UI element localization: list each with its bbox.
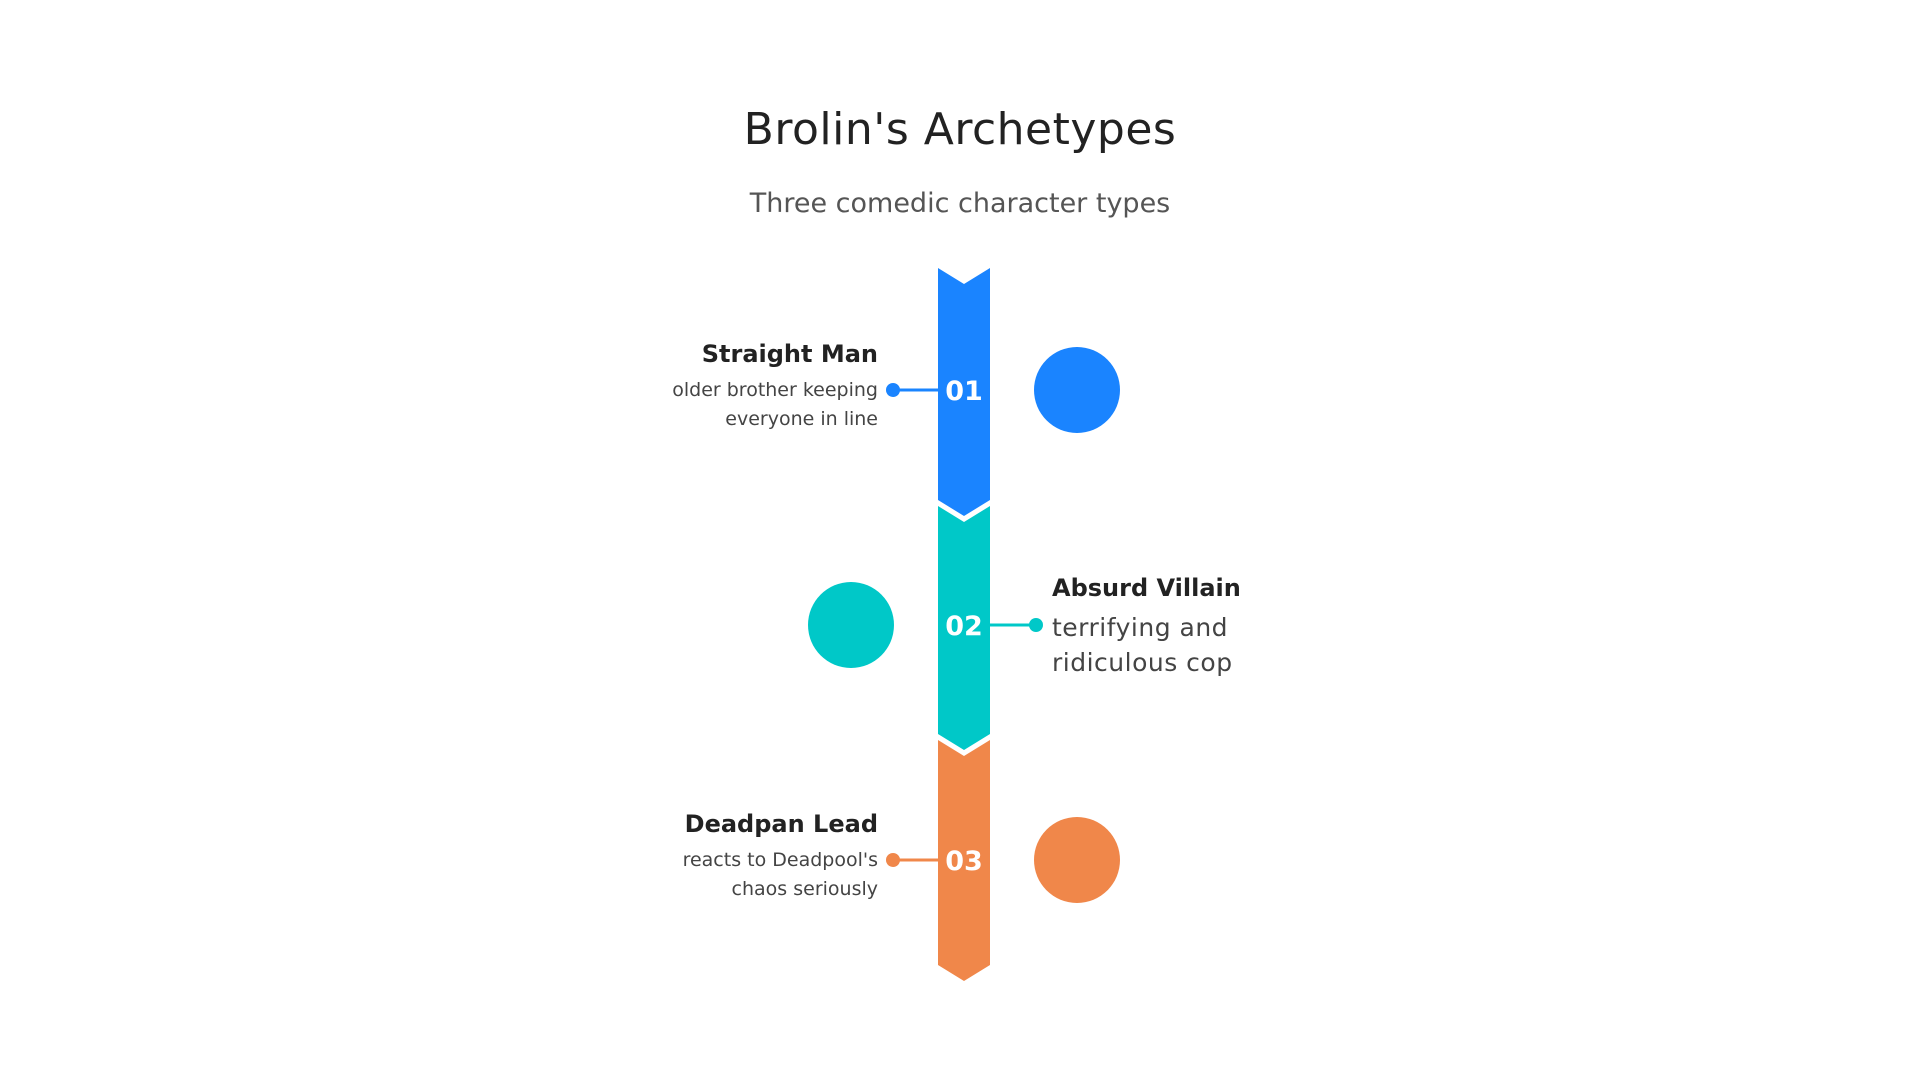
step-3-heading: Deadpan Lead xyxy=(684,810,878,838)
step-3-number: 03 xyxy=(945,846,983,877)
step-1-connector-dot xyxy=(886,383,900,397)
step-1-marker-circle xyxy=(1034,347,1120,433)
step-3-arrow-segment xyxy=(938,740,990,981)
step-3-marker-circle xyxy=(1034,817,1120,903)
step-1-number: 01 xyxy=(945,376,983,407)
step-3-connector-dot xyxy=(886,853,900,867)
page-subtitle: Three comedic character types xyxy=(749,188,1171,219)
step-2-arrow-segment xyxy=(938,506,990,750)
step-3-description: reacts to Deadpool's chaos seriously xyxy=(682,849,878,900)
step-1-description: older brother keeping everyone in line xyxy=(672,379,878,430)
step-3-label: Deadpan Lead reacts to Deadpool's chaos … xyxy=(478,810,878,904)
step-1-heading: Straight Man xyxy=(701,340,878,368)
step-1-group: 01 xyxy=(886,268,1120,516)
page-title: Brolin's Archetypes xyxy=(743,104,1177,155)
step-2-heading: Absurd Villain xyxy=(1052,574,1241,602)
step-2-label: Absurd Villain terrifying and ridiculous… xyxy=(1052,574,1452,680)
step-2-marker-circle xyxy=(808,582,894,668)
step-1-label: Straight Man older brother keeping every… xyxy=(478,340,878,434)
step-3-group: 03 xyxy=(886,740,1120,981)
step-2-connector-dot xyxy=(1029,618,1043,632)
step-1-arrow-segment xyxy=(938,268,990,516)
step-2-number: 02 xyxy=(945,611,983,642)
step-2-group: 02 xyxy=(808,506,1043,750)
step-2-description: terrifying and ridiculous cop xyxy=(1052,613,1233,677)
